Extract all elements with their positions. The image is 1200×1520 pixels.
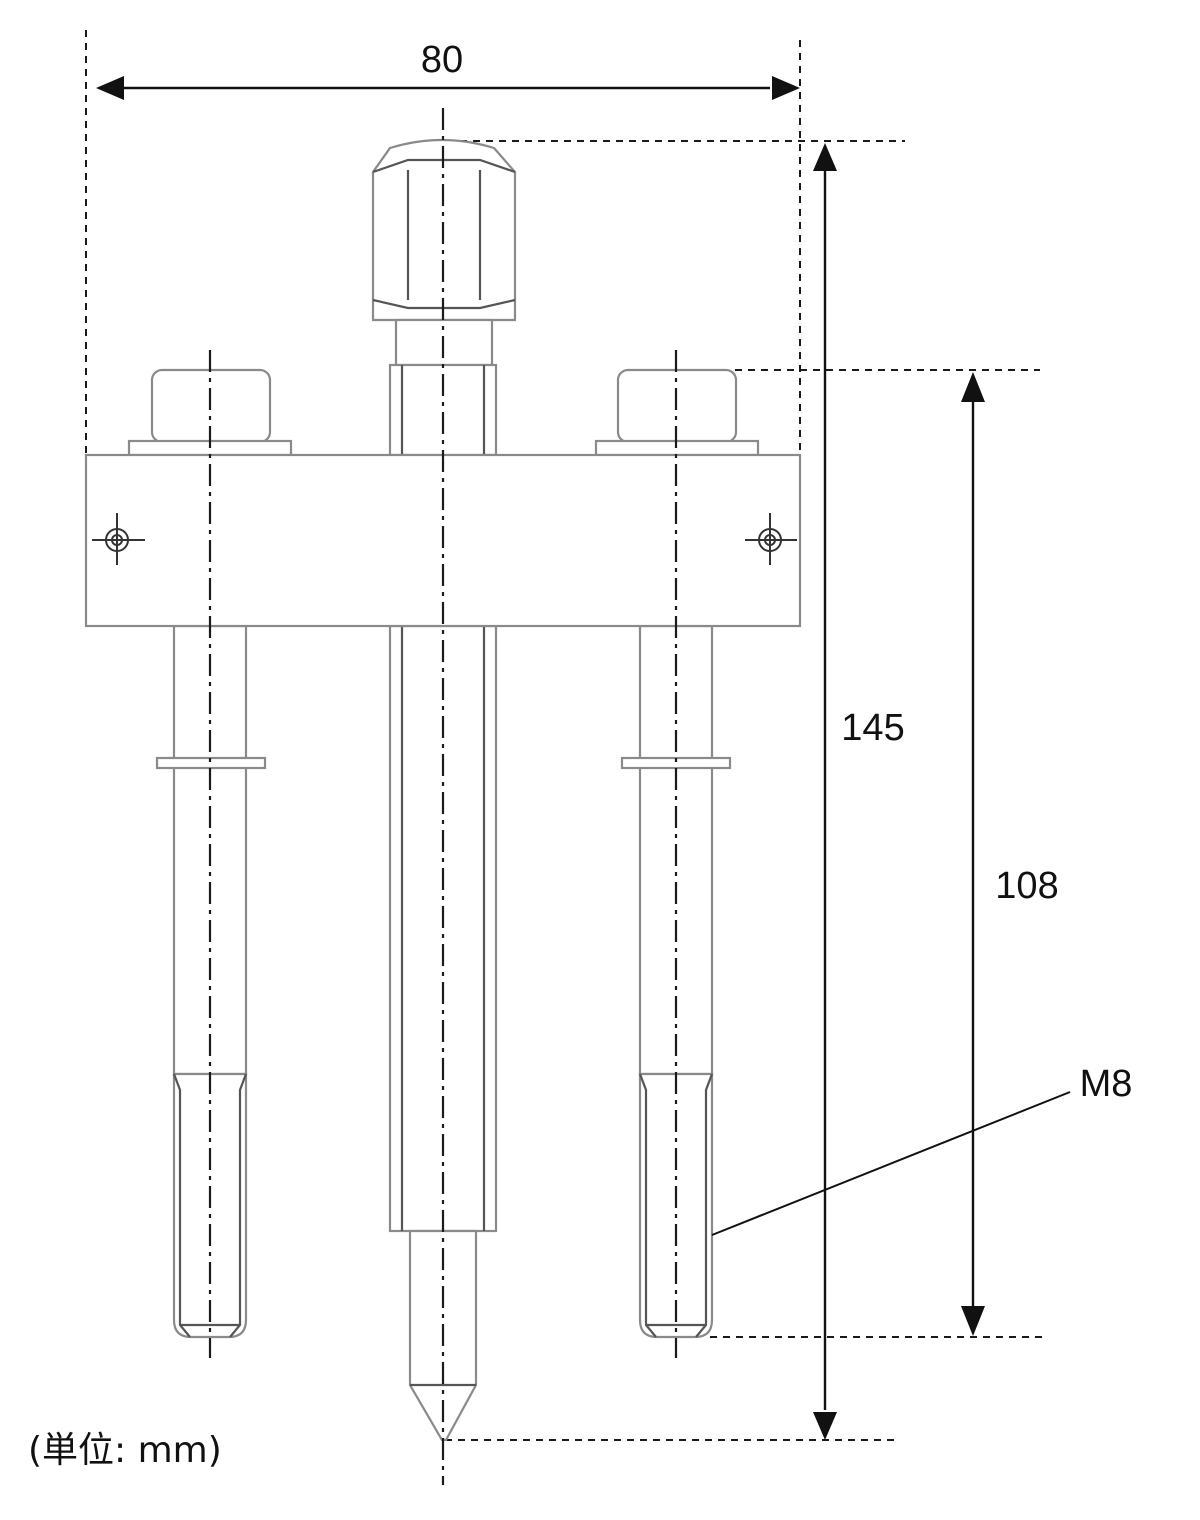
unit-note: (単位: mm) <box>28 1430 222 1471</box>
extension-lines <box>85 30 1045 1441</box>
right-pivot-mark <box>745 513 797 565</box>
center-screw <box>371 138 517 1442</box>
overall-dim-label: 145 <box>841 707 904 749</box>
arm-length-dimension: 108 <box>961 372 1059 1336</box>
width-arrow-left <box>96 76 124 100</box>
left-pivot-mark <box>92 513 145 565</box>
right-arm <box>594 368 760 1339</box>
right-thread-chamfer <box>638 1073 714 1338</box>
overall-arrow-bottom <box>813 1412 837 1440</box>
overall-height-dimension: 145 <box>813 143 905 1440</box>
arm-arrow-bottom <box>961 1306 985 1336</box>
thread-callout: M8 <box>711 1063 1133 1236</box>
width-dimension: 80 <box>96 39 800 100</box>
left-thread-chamfer <box>172 1073 248 1338</box>
thread-label: M8 <box>1080 1063 1133 1105</box>
width-dim-label: 80 <box>421 39 463 81</box>
overall-arrow-top <box>813 143 837 171</box>
arm-arrow-top <box>961 372 985 402</box>
center-lines <box>208 108 678 1485</box>
thread-leader-line <box>711 1091 1071 1236</box>
arm-dim-label: 108 <box>995 865 1058 907</box>
width-arrow-right <box>772 76 800 100</box>
